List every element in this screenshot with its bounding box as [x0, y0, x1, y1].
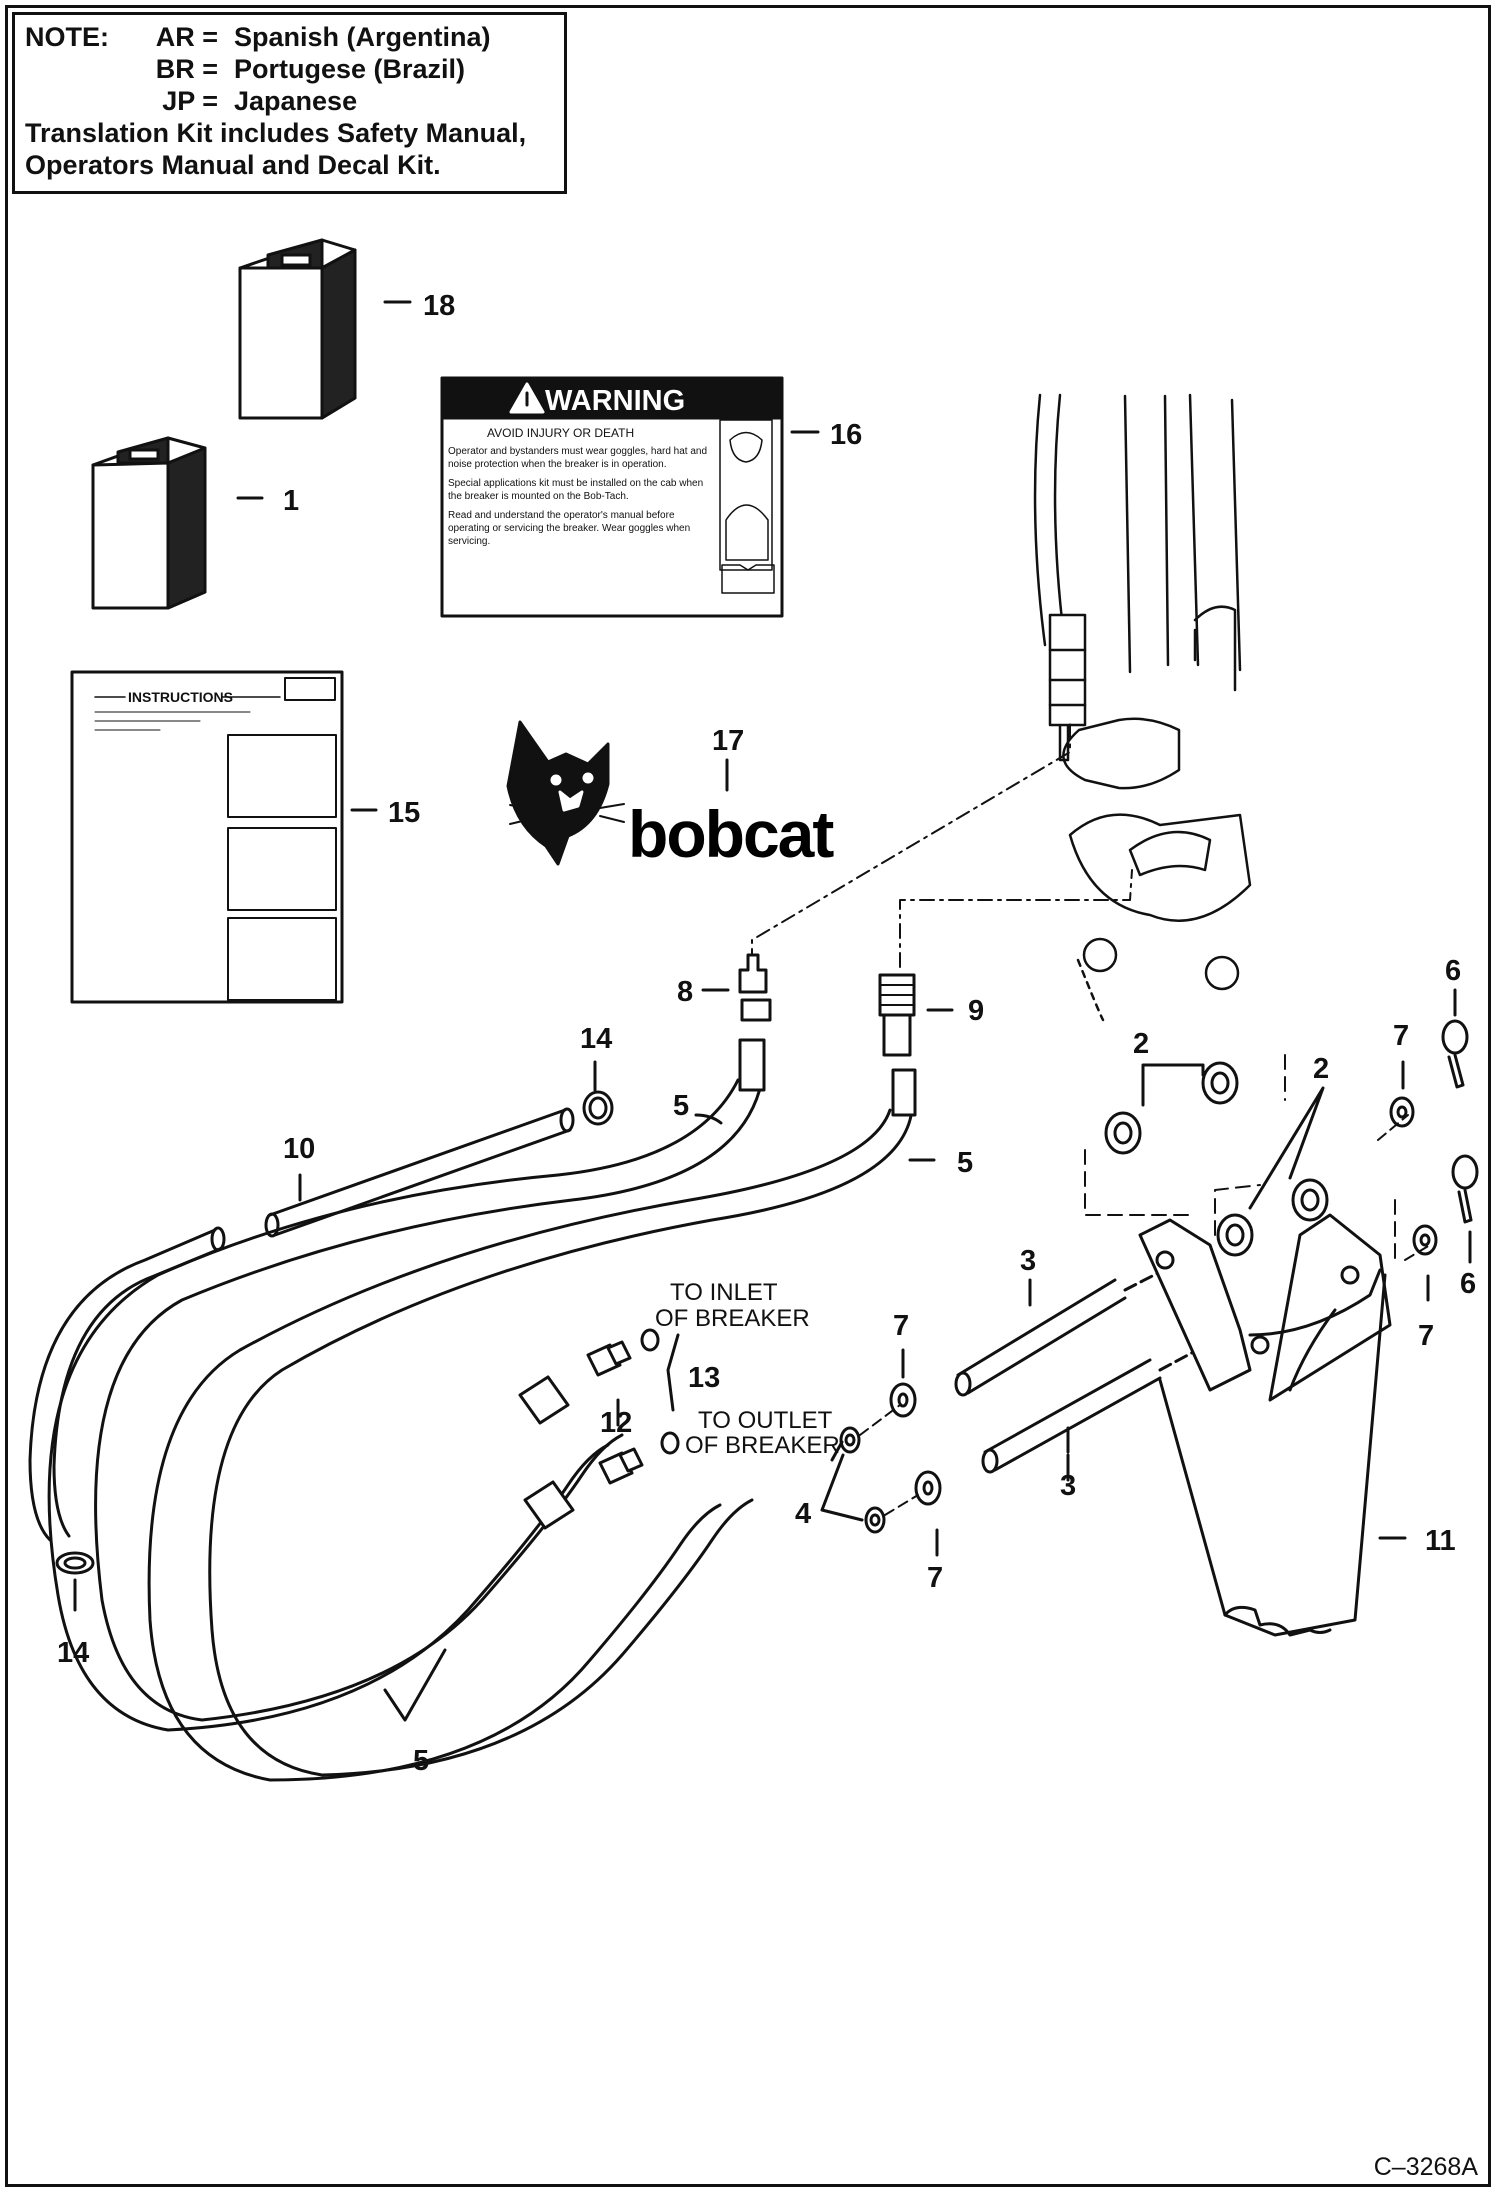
washer-7-a: [889, 1382, 917, 1418]
callout-15: 15: [388, 797, 420, 829]
washer-7-d: [1412, 1224, 1438, 1256]
warning-bullets: Operator and bystanders must wear goggle…: [448, 446, 708, 547]
note-row-jp: JP = Japanese: [25, 85, 554, 117]
warning-subtitle: AVOID INJURY OR DEATH: [487, 426, 634, 440]
warning-title: WARNING: [545, 385, 685, 417]
note-language: Japanese: [234, 86, 358, 116]
fitting-9: [878, 973, 916, 1057]
note-code: AR =: [155, 22, 218, 52]
note-code: JP =: [162, 86, 218, 116]
callout-7-top: 7: [1393, 1020, 1409, 1052]
callout-leaders: [73, 300, 1472, 1722]
callout-3-lower: 3: [1060, 1470, 1076, 1502]
callout-2-left: 2: [1133, 1028, 1149, 1060]
callout-7-bottom: 7: [927, 1562, 943, 1594]
warning-bullet: Read and understand the operator's manua…: [448, 510, 691, 547]
warning-bullet: Special applications kit must be install…: [448, 478, 704, 502]
outlet-label-1: TO OUTLET: [698, 1407, 833, 1434]
callout-16: 16: [830, 419, 862, 451]
callout-2-right: 2: [1313, 1053, 1329, 1085]
page-frame: [5, 5, 1491, 2187]
clamp-14-bottom: [55, 1551, 95, 1575]
washer-7-b: [914, 1470, 942, 1506]
callout-8: 8: [677, 976, 693, 1008]
bushing-2-a: [1201, 1061, 1239, 1105]
washer-4-a: [839, 1426, 861, 1454]
warning-decal-16: [440, 376, 784, 618]
sleeve-10: [28, 1107, 575, 1542]
callout-12: 12: [600, 1407, 632, 1439]
instructions-title: INSTRUCTIONS: [128, 689, 233, 705]
note-line: Translation Kit includes Safety Manual,: [25, 118, 527, 148]
lock-pin-6-top: [1441, 1019, 1469, 1089]
clamp-14-top: [582, 1090, 614, 1126]
callout-14-top: 14: [580, 1023, 612, 1055]
callout-7-right: 7: [1418, 1320, 1434, 1352]
fittings-12-13: [586, 1328, 680, 1485]
callout-9: 9: [968, 995, 984, 1027]
callout-4: 4: [795, 1498, 811, 1530]
note-heading: NOTE:: [25, 22, 109, 52]
pin-3-lower: [981, 1333, 1227, 1474]
callout-10: 10: [283, 1133, 315, 1165]
callout-5-bottom: 5: [413, 1745, 429, 1777]
pin-3-upper: [954, 1270, 1162, 1397]
note-line: Operators Manual and Decal Kit.: [25, 150, 441, 180]
inlet-label-2: OF BREAKER: [655, 1305, 810, 1332]
callout-1: 1: [283, 485, 299, 517]
callout-3-upper: 3: [1020, 1245, 1036, 1277]
callout-17: 17: [712, 725, 744, 757]
washer-7-c: [1389, 1096, 1415, 1128]
bobcat-wordmark: bobcat: [628, 797, 834, 871]
inlet-label-1: TO INLET: [670, 1279, 778, 1306]
manual-book-18: [238, 238, 357, 420]
callout-7-left: 7: [893, 1310, 909, 1342]
callout-18: 18: [423, 290, 455, 322]
breaker-bracket-11: [1138, 1213, 1392, 1637]
note-row-br: BR = Portugese (Brazil): [25, 53, 554, 85]
fitting-8: [738, 953, 772, 1022]
callout-5-top: 5: [673, 1090, 689, 1122]
manual-book-1: [91, 436, 207, 610]
callout-11: 11: [1425, 1525, 1456, 1557]
callout-13: 13: [688, 1362, 720, 1394]
warning-bullet: Operator and bystanders must wear goggle…: [448, 446, 708, 470]
note-row-ar: NOTE: AR = Spanish (Argentina): [25, 21, 554, 53]
bobcat-logo-17: [506, 720, 625, 866]
figure-code: C–3268A: [1373, 2153, 1478, 2181]
callout-6-bottom: 6: [1460, 1268, 1476, 1300]
note-language: Spanish (Argentina): [234, 22, 491, 52]
bushing-2-c: [1291, 1178, 1329, 1222]
bushing-2-d: [1216, 1213, 1254, 1257]
leader-lines: [751, 719, 1133, 968]
instructions-sheet-15: [70, 670, 344, 1004]
hoses: [47, 1038, 917, 1782]
bushing-2-b: [1104, 1111, 1142, 1155]
excavator-arm: [1033, 393, 1252, 1022]
callout-14-bottom: 14: [57, 1637, 89, 1669]
washer-4-b: [864, 1506, 886, 1534]
outlet-label-2: OF BREAKER: [685, 1432, 840, 1459]
note-code: BR =: [155, 54, 218, 84]
callout-6-top: 6: [1445, 955, 1461, 987]
note-box: NOTE: AR = Spanish (Argentina) BR = Port…: [12, 12, 567, 194]
lock-pin-6-bottom: [1451, 1154, 1479, 1224]
note-language: Portugese (Brazil): [234, 54, 466, 84]
callout-5-mid: 5: [957, 1147, 973, 1179]
